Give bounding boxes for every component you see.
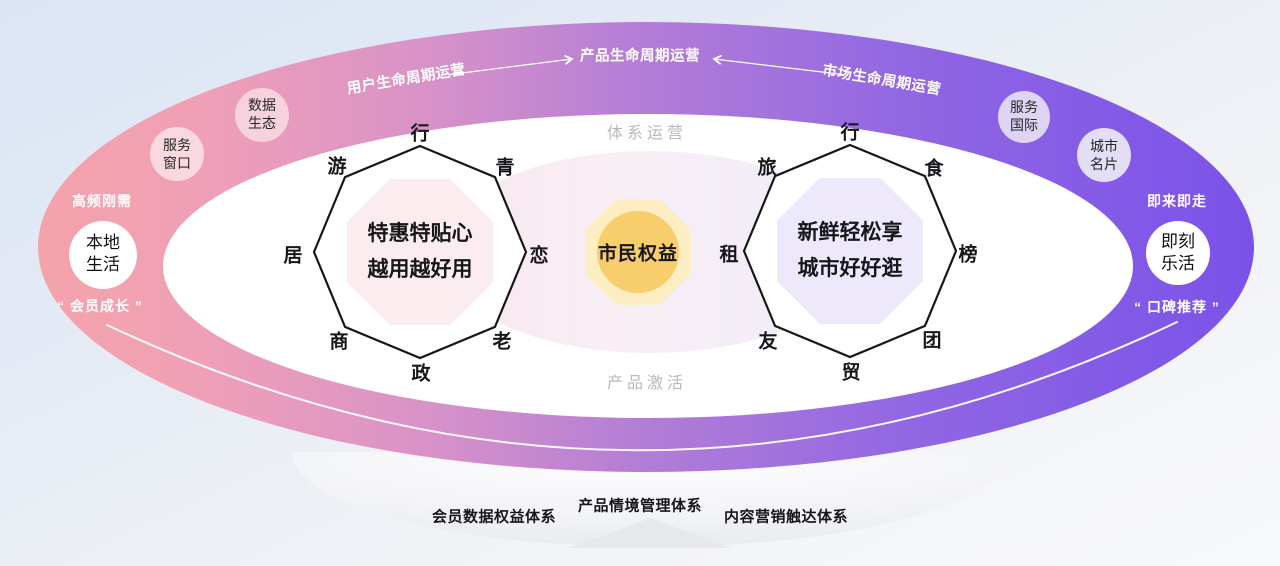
bubble-label-data-eco: 数据 生态 [248,96,276,132]
arrow-left-icon [712,54,844,76]
bubble-local-life [69,221,137,289]
bubble-line: 数据 [248,97,276,113]
bubble-label-service-intl: 服务 国际 [1010,98,1038,134]
left-octagon-vertex-label: 行 [410,123,430,145]
bubble-city-card [1077,128,1131,182]
bubble-line: 本地 [86,233,120,252]
right-octagon-title-line1: 新鲜轻松享 [797,221,903,244]
bubble-label-service-window: 服务 窗口 [163,136,191,172]
right-octagon-title: 新鲜轻松享 城市好好逛 [798,215,903,287]
system-label-member-data: 会员数据权益体系 [431,508,557,526]
right-octagon-vertex-label: 食 [924,158,944,180]
inner-label-product-activation: 产品激活 [606,375,688,392]
left-octagon-vertex-label: 居 [283,245,303,267]
left-octagon-vertex-label: 恋 [529,245,549,267]
bubble-service-window [150,127,204,181]
right-octagon-vertex-label: 租 [719,244,739,266]
bubble-line: 生活 [86,255,120,274]
bubble-line: 乐活 [1161,254,1195,273]
right-octagon-vertex-label: 行 [840,122,860,144]
bubble-line: 服务 [1010,99,1038,115]
right-octagon-vertex-label: 贸 [841,362,861,384]
bubble-instant-lohas [1146,221,1210,285]
left-octagon-vertex-label: 老 [492,331,512,353]
bubble-line: 窗口 [163,155,191,171]
left-octagon-vertex-label: 商 [329,331,349,353]
right-side-quote: “ 口碑推荐 ” [1134,299,1220,315]
right-side-tag: 即来即走 [1147,193,1207,209]
bubble-label-instant-lohas: 即刻 乐活 [1161,231,1195,275]
core-label: 市民权益 [597,243,679,265]
right-octagon-vertex-label: 团 [922,330,942,352]
right-octagon-vertex-label: 旅 [757,157,777,179]
swoosh-line [106,321,1178,452]
bubble-line: 生态 [248,115,276,131]
left-octagon-title: 特惠特贴心 越用越好用 [368,216,473,288]
arc-label-product-lifecycle: 产品生命周期运营 [580,48,700,65]
bubble-label-city-card: 城市 名片 [1090,137,1118,173]
right-octagon-title-line2: 城市好好逛 [797,257,903,280]
right-octagon-glow [777,178,923,324]
bubble-line: 名片 [1090,156,1118,172]
bubble-line: 即刻 [1161,232,1195,251]
system-label-content-marketing: 内容营销触达体系 [723,508,849,526]
system-label-product-context: 产品情境管理体系 [577,497,703,515]
left-octagon-title-line1: 特惠特贴心 [367,222,473,245]
left-side-quote: “ 会员成长 ” [57,298,143,314]
bubble-label-local-life: 本地 生活 [86,232,120,276]
sun-core [597,211,679,293]
arrow-right-icon [449,55,574,76]
bubble-line: 国际 [1010,117,1038,133]
inner-label-system-operation: 体系运营 [606,125,688,142]
left-octagon-glow [347,179,493,325]
right-octagon-vertex-label: 榜 [958,244,978,266]
bubble-data-eco [235,88,289,142]
bubble-line: 服务 [163,137,191,153]
left-octagon-vertex-label: 游 [327,156,347,178]
left-octagon-vertex-label: 青 [495,157,515,179]
plate-triangle [568,518,732,548]
left-octagon-title-line2: 越用越好用 [367,258,473,281]
left-side-tag: 高频刚需 [72,193,132,209]
left-octagon-vertex-label: 政 [411,363,431,385]
right-octagon-vertex-label: 友 [758,331,778,353]
bottom-plate [292,452,1008,547]
bubble-service-intl [998,91,1050,143]
bubble-line: 城市 [1090,138,1118,154]
